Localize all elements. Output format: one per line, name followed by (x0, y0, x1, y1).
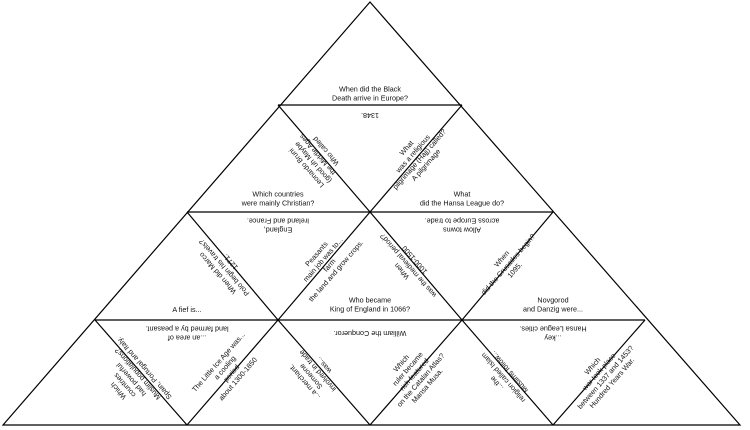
clue-catalan-atlas: Whichruler becamerich featuredon the Cat… (375, 334, 453, 414)
clue-hansa-league-answer: Allow townsacross Europe to trade. (425, 217, 500, 235)
clue-fief-answer: ...an area ofland farmed by a peasant. (145, 325, 228, 343)
clue-line: Ireland and France. (247, 217, 309, 226)
clue-christian-countries-answer: England,Ireland and France. (247, 217, 309, 235)
grid-line-diag-b2 (277, 211, 371, 321)
clue-line: were mainly Christian? (241, 198, 315, 207)
clue-line: between 1337 and 1453? (575, 344, 635, 411)
clue-line: land farmed by a peasant. (145, 325, 228, 334)
clue-line: did the Crusades begin? (479, 232, 537, 297)
clue-line: King of England in 1066? (330, 304, 410, 313)
clue-line: ...key (544, 333, 562, 342)
grid-line-diag-b3 (461, 211, 554, 321)
grid-line-diag-a6 (461, 319, 554, 426)
clue-line: A fief is... (172, 305, 201, 314)
clue-line: Novgorod (537, 296, 568, 305)
clue-line: 1348. (361, 111, 379, 120)
grid-line-diag-b5 (369, 319, 463, 426)
grid-line-diag-b4 (186, 319, 279, 426)
clue-islam: ...thereligion called IslamMuslims follo… (473, 345, 534, 410)
grid-line-diag-b1 (369, 104, 463, 213)
clue-fief-question: A fief is... (172, 305, 201, 314)
clue-line: did the Hansa League do? (420, 198, 504, 207)
clue-line: Who became (349, 296, 391, 305)
grid-line-diag-a4 (94, 319, 188, 426)
clue-line: and Danzig were... (523, 304, 583, 313)
grid-line-diag-a2 (186, 211, 279, 321)
clue-line: Which countries (252, 190, 304, 199)
puzzle-grid (1, 1, 742, 426)
clue-line: What (454, 190, 471, 199)
clue-crusades: Whendid the Crusades begin?1095. (473, 226, 544, 302)
clue-middle-ages-naming: Leonardo Bruni(good uh Maybe...the Middl… (284, 126, 348, 192)
clue-muslim-populations: Whichcountrieshad powerfulMuslim populat… (89, 335, 174, 424)
clue-line: Death arrive in Europe? (332, 93, 408, 102)
clue-marco-polo: When did MarcoPolo begin his travels?127… (191, 232, 258, 304)
clue-line: was the medieval period? (378, 232, 439, 300)
clue-line: ...an area of (168, 333, 206, 342)
clue-novgorod-answer: ...keyHansa League cities. (519, 325, 586, 343)
clue-black-death-answer: 1348. (361, 111, 379, 120)
grid-line-diag-a3 (369, 211, 463, 321)
clue-line: Hansa League cities. (519, 325, 586, 334)
clue-line: William the Conqueror. (334, 329, 407, 338)
clue-line: across Europe to trade. (425, 217, 500, 226)
clue-hundred-years-war: Whichwar took placebetween 1337 and 1453… (562, 332, 641, 416)
clue-line: When did the Black (339, 85, 401, 94)
outer-triangle (1, 1, 742, 426)
clue-line: pilgrimage (Hajj) called? (391, 127, 448, 191)
clue-king-1066-answer: William the Conqueror. (334, 329, 407, 338)
clue-medieval-period: Whenwas the medieval period?1000-1500 (371, 226, 445, 305)
grid-line-diag-b6 (552, 319, 646, 426)
clue-line: England, (264, 225, 292, 234)
grid-line-diag-a1 (277, 104, 371, 213)
clue-merchant: ...a merchant.Someoneinvolved in tradewa… (284, 342, 345, 404)
clue-peasants-job: Peasantsmain job was to...farmthe land a… (287, 221, 365, 303)
clue-line: Allow towns (443, 225, 481, 234)
grid-line-diag-a5 (277, 319, 371, 426)
